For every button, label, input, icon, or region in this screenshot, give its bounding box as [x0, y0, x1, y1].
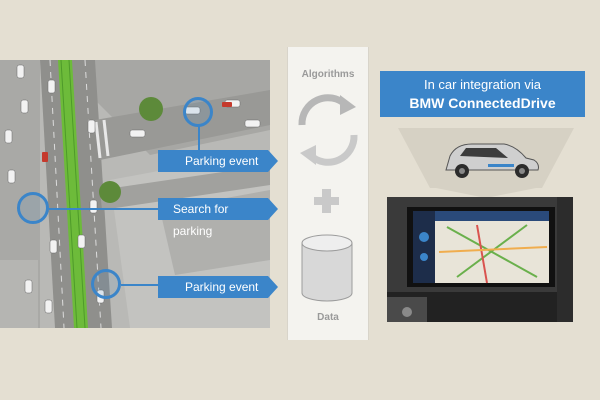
- parking-event-top-label: Parking event: [158, 150, 278, 172]
- integration-line1: In car integration via: [423, 77, 542, 92]
- data-label: Data: [317, 312, 339, 323]
- car-icon: [445, 143, 539, 178]
- connector-middle: [49, 208, 161, 210]
- in-car-screen-photo: [387, 197, 573, 322]
- connector-bottom: [121, 284, 161, 286]
- parking-event-top-text: Parking event: [185, 154, 259, 168]
- arrow-right-icon: [268, 276, 278, 298]
- down-arrow-with-car: [398, 128, 574, 198]
- database-icon: [301, 234, 353, 302]
- parking-event-bottom-label: Parking event: [158, 276, 278, 298]
- integration-title: In car integration via BMW ConnectedDriv…: [380, 71, 585, 117]
- arrow-right-icon: [268, 150, 278, 172]
- integration-line2: BMW ConnectedDrive: [409, 95, 556, 111]
- parking-event-bottom-highlight: [91, 269, 121, 299]
- search-for-parking-text: Search for parking: [173, 202, 229, 238]
- plus-icon: [314, 189, 339, 213]
- search-for-parking-highlight: [17, 192, 49, 224]
- parking-event-bottom-text: Parking event: [185, 280, 259, 294]
- connector-top: [198, 126, 200, 160]
- cycle-arrows-icon: [298, 94, 358, 166]
- arrow-right-icon: [268, 198, 278, 220]
- parking-event-top-highlight: [183, 97, 213, 127]
- aerial-street-map: [0, 60, 270, 328]
- search-for-parking-label: Search for parking: [158, 198, 278, 238]
- processing-panel: Algorithms Data: [287, 47, 369, 340]
- algorithms-label: Algorithms: [301, 69, 355, 80]
